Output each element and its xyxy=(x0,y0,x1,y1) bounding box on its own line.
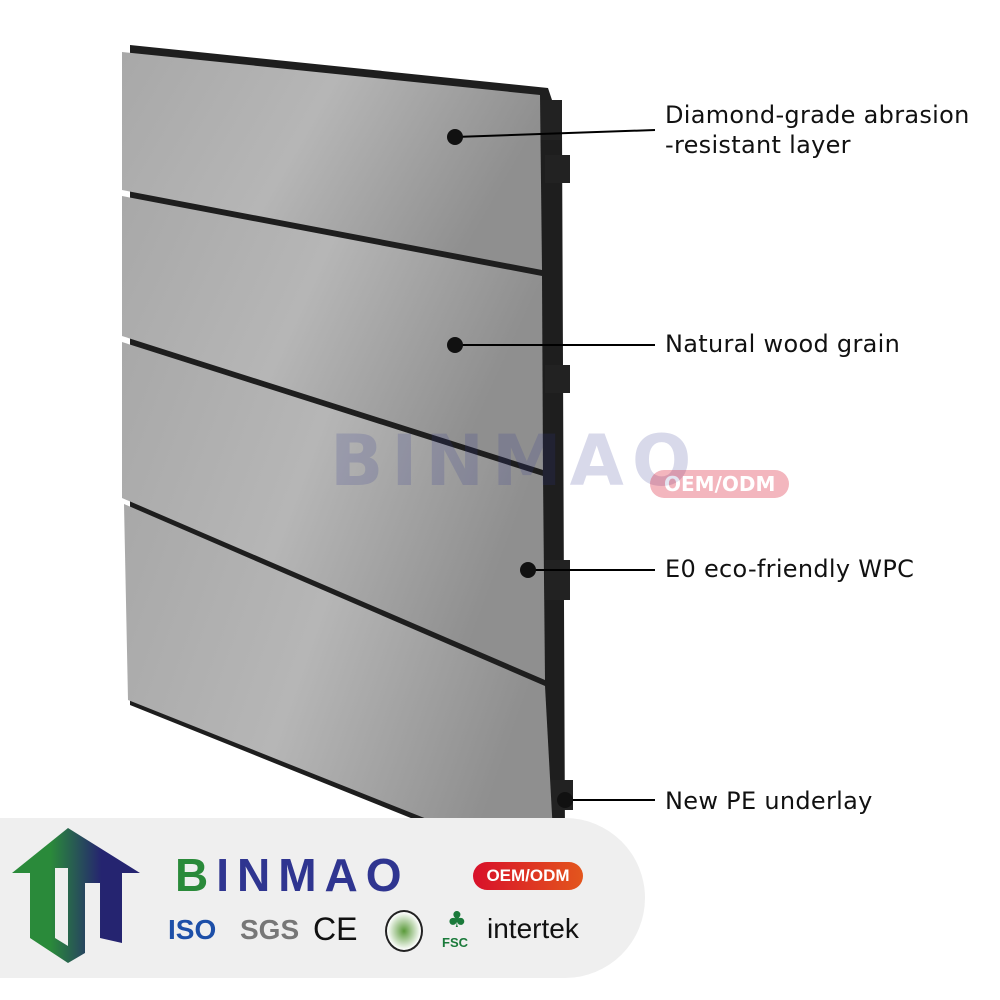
binmao-house-logo xyxy=(12,828,140,963)
callout-wood-grain: Natural wood grain xyxy=(665,330,901,358)
brand-name: BINMAO xyxy=(175,849,410,901)
fsc-tree-icon: ♣ xyxy=(447,908,467,933)
ce-logo: CE xyxy=(313,911,358,947)
plank-1 xyxy=(122,52,542,270)
fsc-logo: FSC xyxy=(442,935,468,950)
intertek-logo: intertek xyxy=(487,913,579,944)
eco-label-icon xyxy=(385,910,423,952)
sgs-logo: SGS xyxy=(240,914,300,945)
callout-abrasion-layer: Diamond-grade abrasion -resistant layer xyxy=(665,101,970,159)
plank-4 xyxy=(124,504,555,870)
watermark-brand: BINMAO xyxy=(330,420,700,502)
callout-wpc: E0 eco-friendly WPC xyxy=(665,555,915,583)
oem-odm-badge: OEM/ODM xyxy=(473,862,583,890)
plank-3 xyxy=(122,342,545,680)
watermark-logo: BINMAO xyxy=(330,420,699,502)
callout-pe-underlay: New PE underlay xyxy=(665,787,873,815)
watermark-badge: OEM/ODM xyxy=(650,470,790,498)
plank-2 xyxy=(122,196,543,470)
brand-rest: INMAO xyxy=(216,849,410,901)
iso-logo: ISO xyxy=(168,914,217,945)
